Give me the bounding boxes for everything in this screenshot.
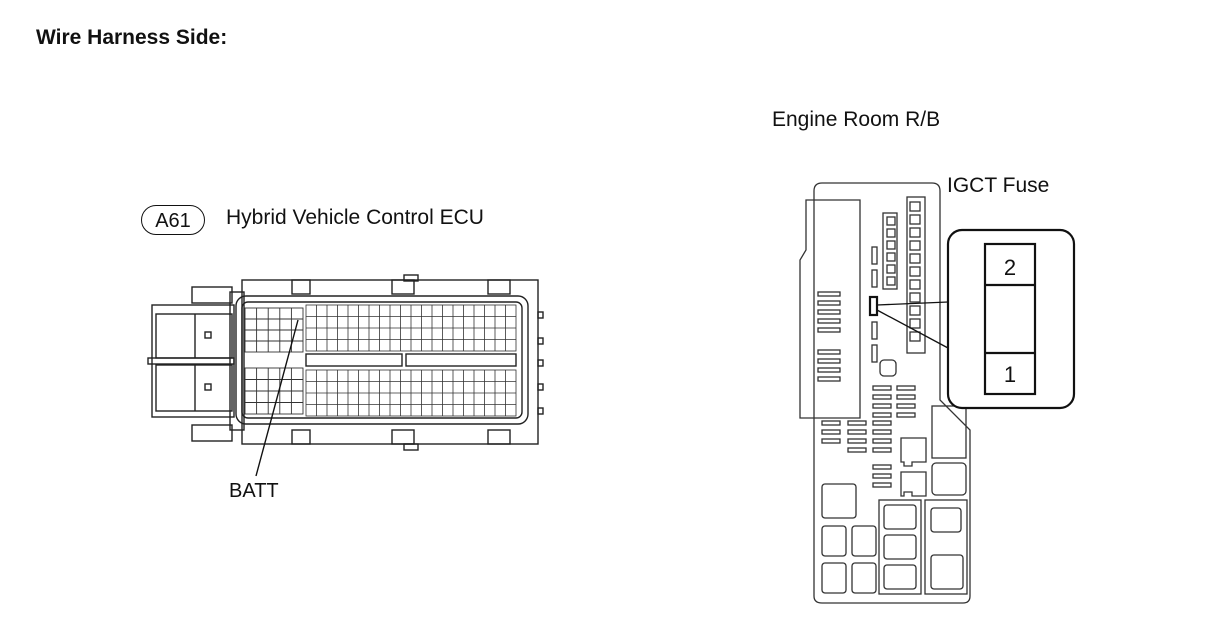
fuse-callout-box — [946, 228, 1076, 410]
fuse-callout-leader-bottom — [876, 309, 949, 349]
fuse-pin-1-label: 1 — [1003, 362, 1017, 387]
batt-terminal-label: BATT — [229, 480, 279, 502]
fuse-label: IGCT Fuse — [947, 174, 1050, 197]
ecu-cavity-grid-upper-left — [244, 307, 304, 353]
diagram-title: Wire Harness Side: — [36, 26, 228, 49]
igct-fuse-location — [868, 295, 879, 317]
batt-leader-line — [255, 319, 299, 477]
ecu-connector — [147, 274, 544, 451]
ecu-cavity-grid-upper-right — [305, 304, 517, 352]
fuse-callout-leader-top — [876, 301, 949, 306]
ecu-name-label: Hybrid Vehicle Control ECU — [226, 206, 484, 229]
ecu-cavity-grid-lower-left — [244, 367, 304, 415]
ecu-cavity-grid-lower-right — [305, 369, 517, 417]
connector-latch — [151, 304, 235, 418]
fuse-pin-2-label: 2 — [1003, 255, 1017, 280]
connector-code-badge: A61 — [141, 205, 205, 235]
engine-room-relay-block — [799, 182, 971, 604]
relay-block-label: Engine Room R/B — [772, 108, 941, 131]
